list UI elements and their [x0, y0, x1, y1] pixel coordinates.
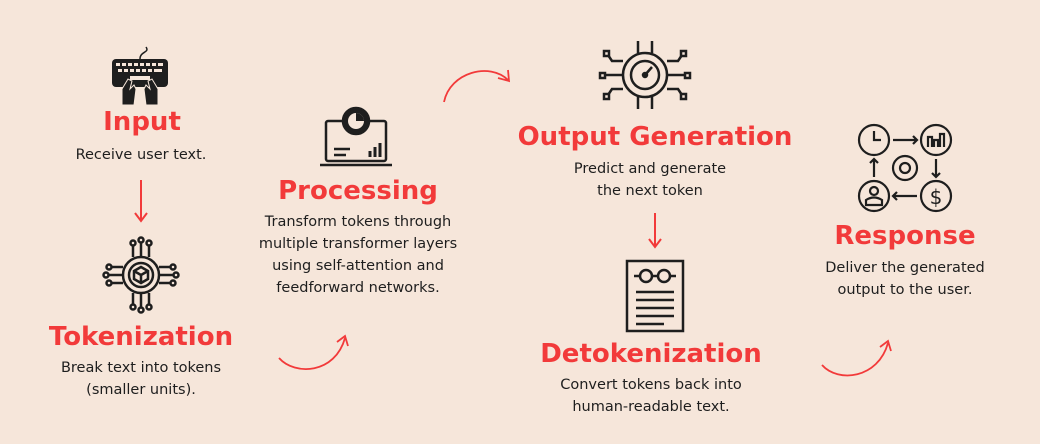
desc-line: output to the user. [837, 282, 973, 298]
desc-line: human-readable text. [572, 399, 730, 415]
detokenization-title: Detokenization [540, 339, 762, 369]
desc-line: Predict and generate [573, 161, 727, 177]
tokenization-title: Tokenization [48, 322, 234, 352]
desc-line: multiple transformer layers [258, 236, 458, 252]
arrow-down-icon [648, 213, 662, 249]
desc-line: Break text into tokens [60, 360, 222, 376]
arrow-down-icon [134, 180, 148, 223]
circuit-cube-icon [102, 236, 180, 314]
response-description: Deliver the generated output to the user. [825, 257, 985, 301]
keyboard-typing-icon [112, 46, 168, 106]
output-generation-title: Output Generation [517, 122, 793, 152]
response-title: Response [834, 221, 976, 251]
document-glasses-icon [625, 259, 685, 333]
curved-arrow-icon [821, 339, 892, 377]
processing-title: Processing [278, 176, 438, 206]
svg-text:$: $ [930, 185, 943, 209]
desc-line: the next token [597, 183, 703, 199]
desc-line: Convert tokens back into [560, 377, 742, 393]
curved-arrow-icon [278, 334, 349, 370]
input-title: Input [103, 107, 181, 137]
desc-line: Receive user text. [75, 147, 207, 163]
desc-line: Deliver the generated [825, 260, 985, 276]
desc-line: using self-attention and [272, 258, 444, 274]
desc-line: feedforward networks. [276, 280, 440, 296]
curved-arrow-icon [443, 69, 511, 103]
laptop-gear-icon [320, 106, 392, 167]
desc-line: (smaller units). [86, 382, 196, 398]
desc-line: Transform tokens through [264, 214, 452, 230]
detokenization-description: Convert tokens back into human-readable t… [560, 374, 742, 418]
circuit-gauge-icon [598, 41, 692, 109]
input-description: Receive user text. [76, 144, 207, 166]
processing-description: Transform tokens through multiple transfo… [259, 211, 457, 299]
output-generation-description: Predict and generate the next token [574, 158, 726, 202]
workflow-cycle-icon: $ [857, 123, 953, 213]
tokenization-description: Break text into tokens (smaller units). [61, 357, 221, 401]
